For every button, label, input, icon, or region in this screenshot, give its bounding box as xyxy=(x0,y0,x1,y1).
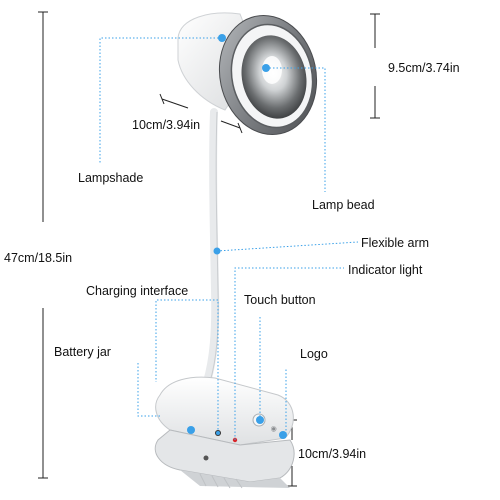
lamp: ◉ xyxy=(154,12,318,489)
label-shade-height: 9.5cm/3.74in xyxy=(388,61,460,75)
label-indicator-light: Indicator light xyxy=(348,263,423,277)
label-shade-width: 10cm/3.94in xyxy=(132,118,201,132)
flexible-arm xyxy=(202,108,220,389)
callout-dots xyxy=(187,34,287,439)
shade-width-line-left xyxy=(161,98,189,109)
label-charging-interface: Charging interface xyxy=(86,284,189,298)
shade-width-line-right xyxy=(220,120,241,129)
label-total-height: 47cm/18.5in xyxy=(4,251,73,265)
label-touch-button: Touch button xyxy=(244,293,316,307)
label-flexible-arm: Flexible arm xyxy=(361,236,430,250)
label-lampshade: Lampshade xyxy=(78,171,144,185)
label-battery-jar: Battery jar xyxy=(54,345,111,359)
logo-mark: ◉ xyxy=(269,424,278,434)
label-clip-width: 10cm/3.94in xyxy=(298,447,367,461)
label-logo: Logo xyxy=(300,347,328,361)
callout-lines xyxy=(99,37,359,440)
label-lamp-bead: Lamp bead xyxy=(312,198,375,212)
